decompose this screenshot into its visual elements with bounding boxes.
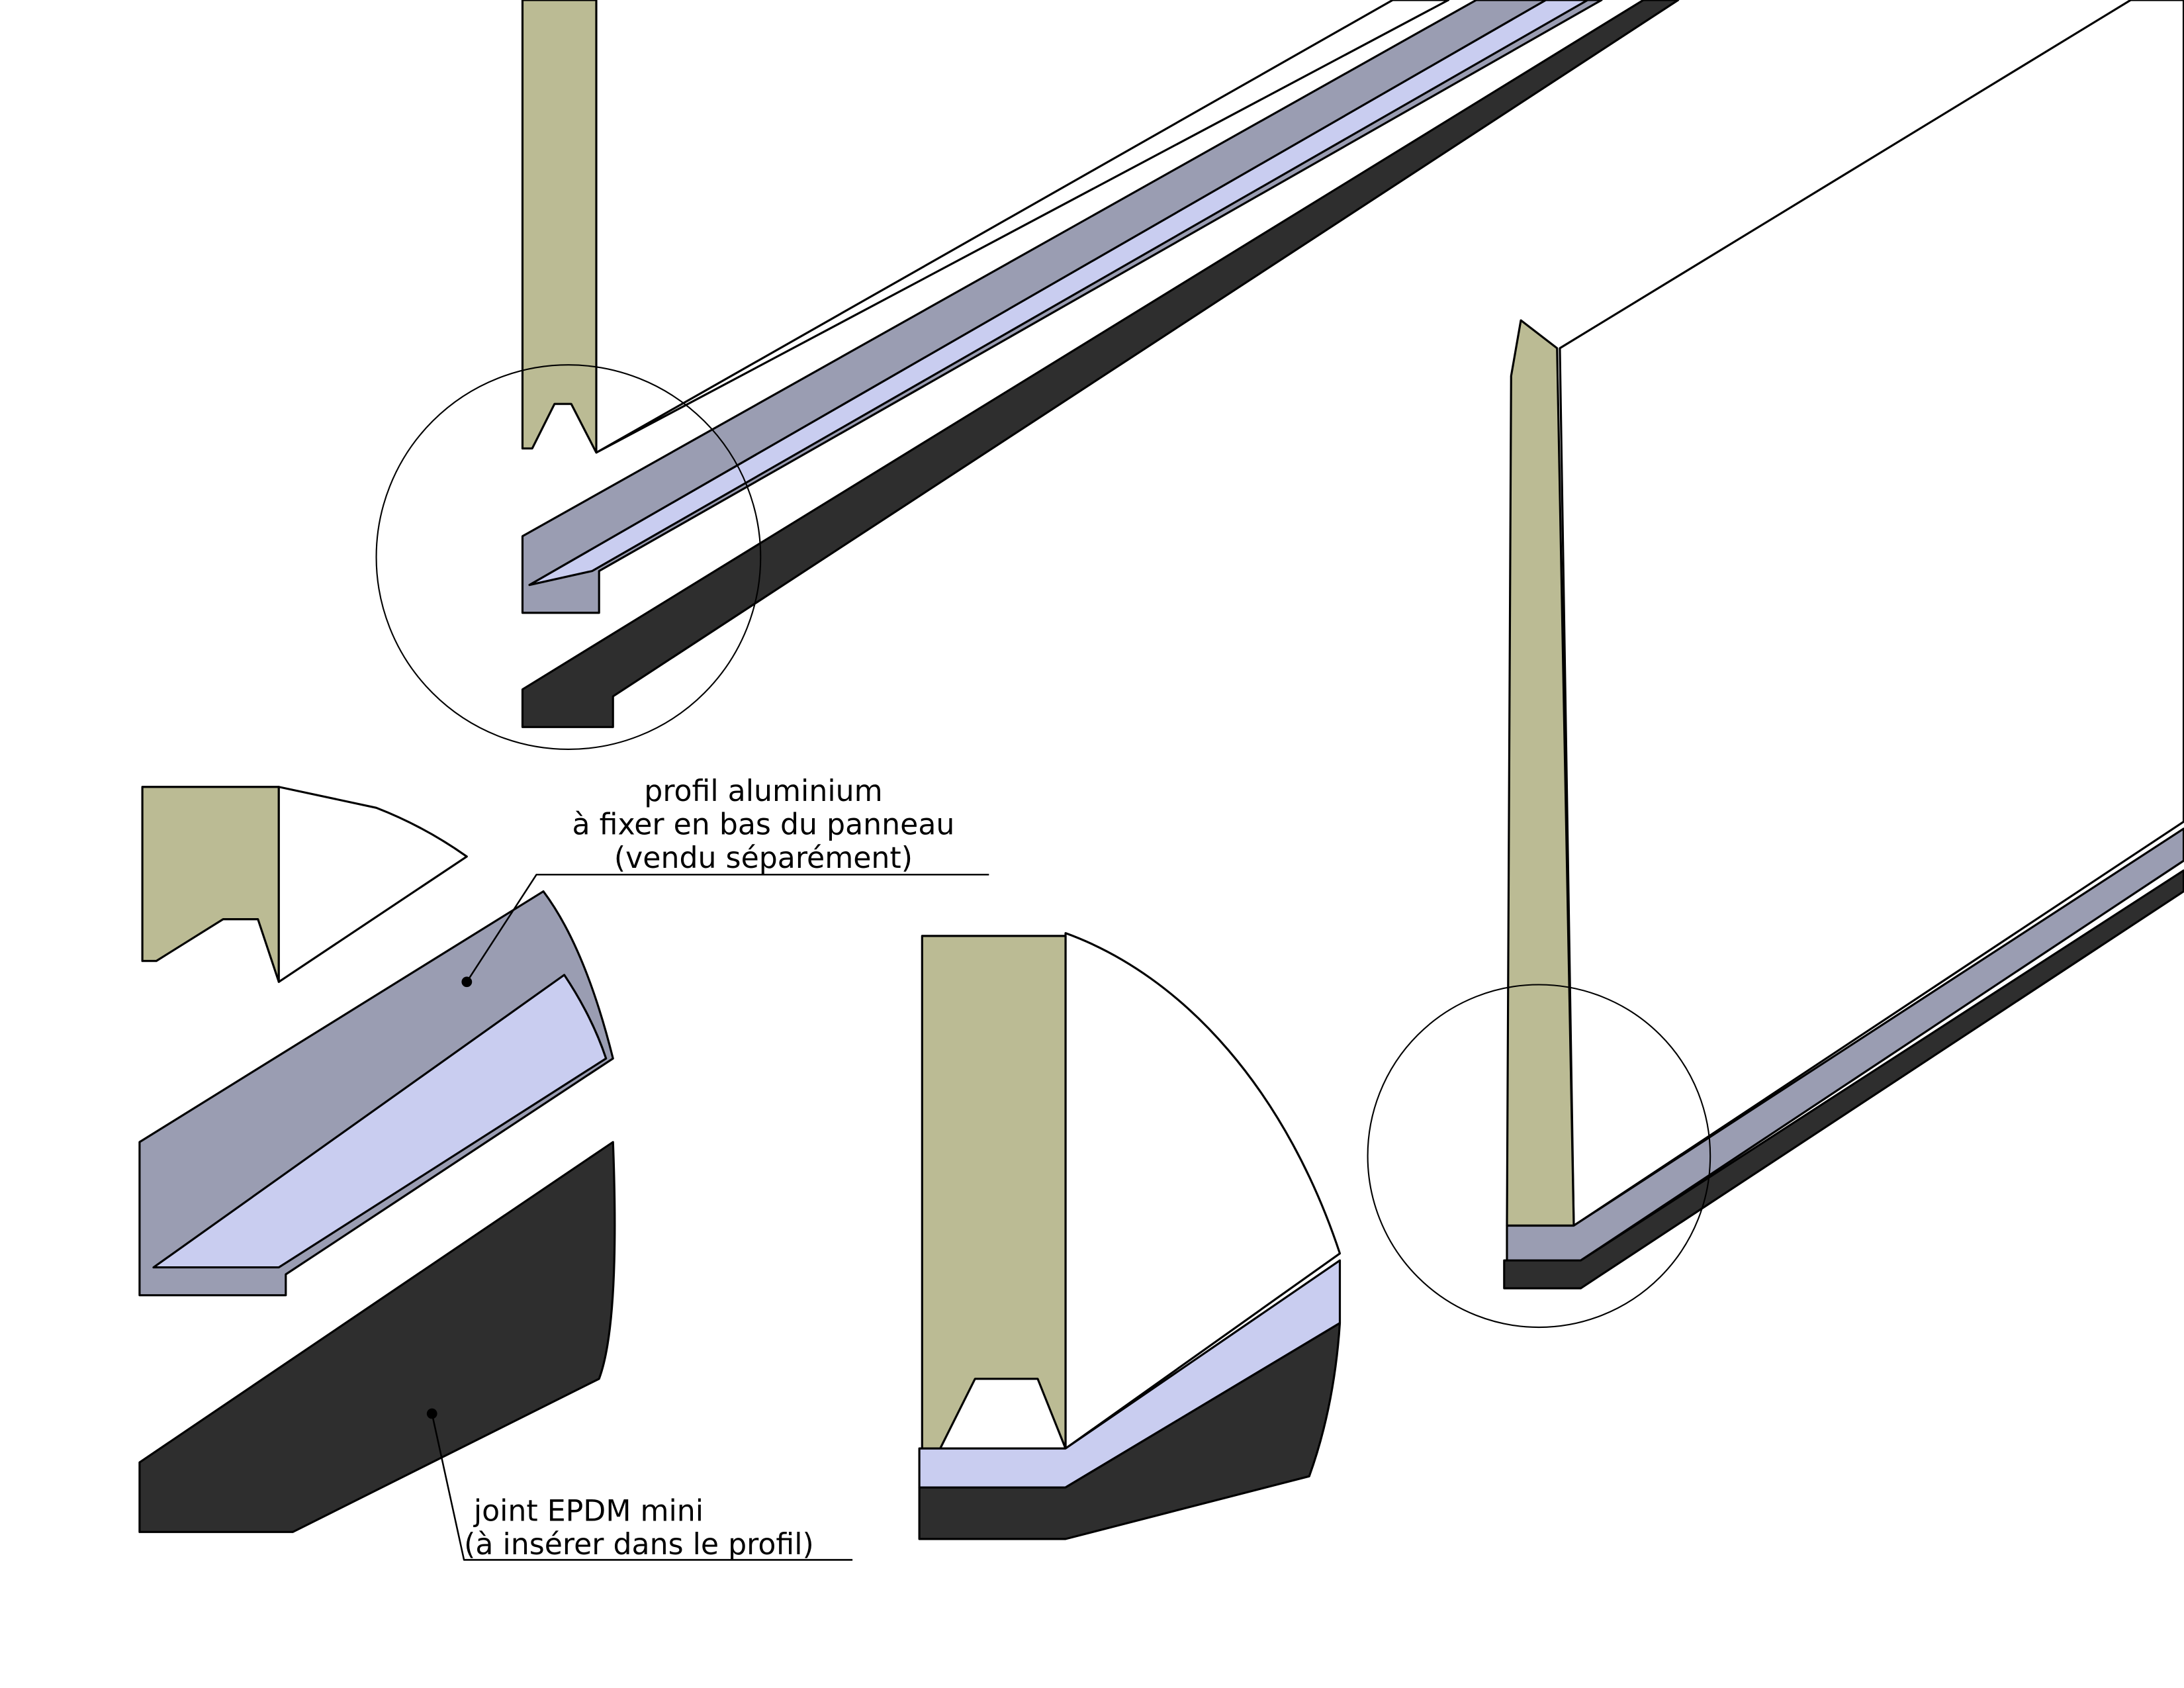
seal-leader-dot xyxy=(426,1408,437,1419)
seal-label-line2: (à insérer dans le profil) xyxy=(464,1528,814,1562)
seal-label-line1: joint EPDM mini xyxy=(473,1495,704,1528)
leader-lines xyxy=(431,874,989,1561)
epdm-seal-center xyxy=(918,1322,1342,1540)
detail-circle-top xyxy=(375,364,762,750)
exploded-detail-zoom xyxy=(138,786,616,1533)
seal-leader xyxy=(431,1413,853,1561)
profile-label-line3: (vendu séparément) xyxy=(614,841,913,875)
panel-face-top xyxy=(596,0,1450,454)
panel-section-detail xyxy=(141,786,280,983)
profile-label: profil aluminium à fixer en bas du panne… xyxy=(572,774,955,875)
epdm-seal-top xyxy=(521,0,1680,728)
assembled-detail-zoom xyxy=(918,932,1342,1540)
panel-section-center xyxy=(921,935,1067,1450)
profile-leader-dot xyxy=(461,976,473,988)
profile-leader xyxy=(466,874,989,982)
profile-label-line2: à fixer en bas du panneau xyxy=(572,808,955,841)
seal-label: joint EPDM mini (à insérer dans le profi… xyxy=(464,1495,814,1562)
panel-section-top xyxy=(521,0,598,454)
top-left-exploded-view xyxy=(375,0,1680,750)
profile-label-line1: profil aluminium xyxy=(644,774,882,808)
right-assembled-view xyxy=(1367,0,2184,1329)
aluminium-profile-top xyxy=(521,0,1603,614)
epdm-seal-detail xyxy=(138,1141,616,1533)
detail-circle-right xyxy=(1367,984,1711,1329)
